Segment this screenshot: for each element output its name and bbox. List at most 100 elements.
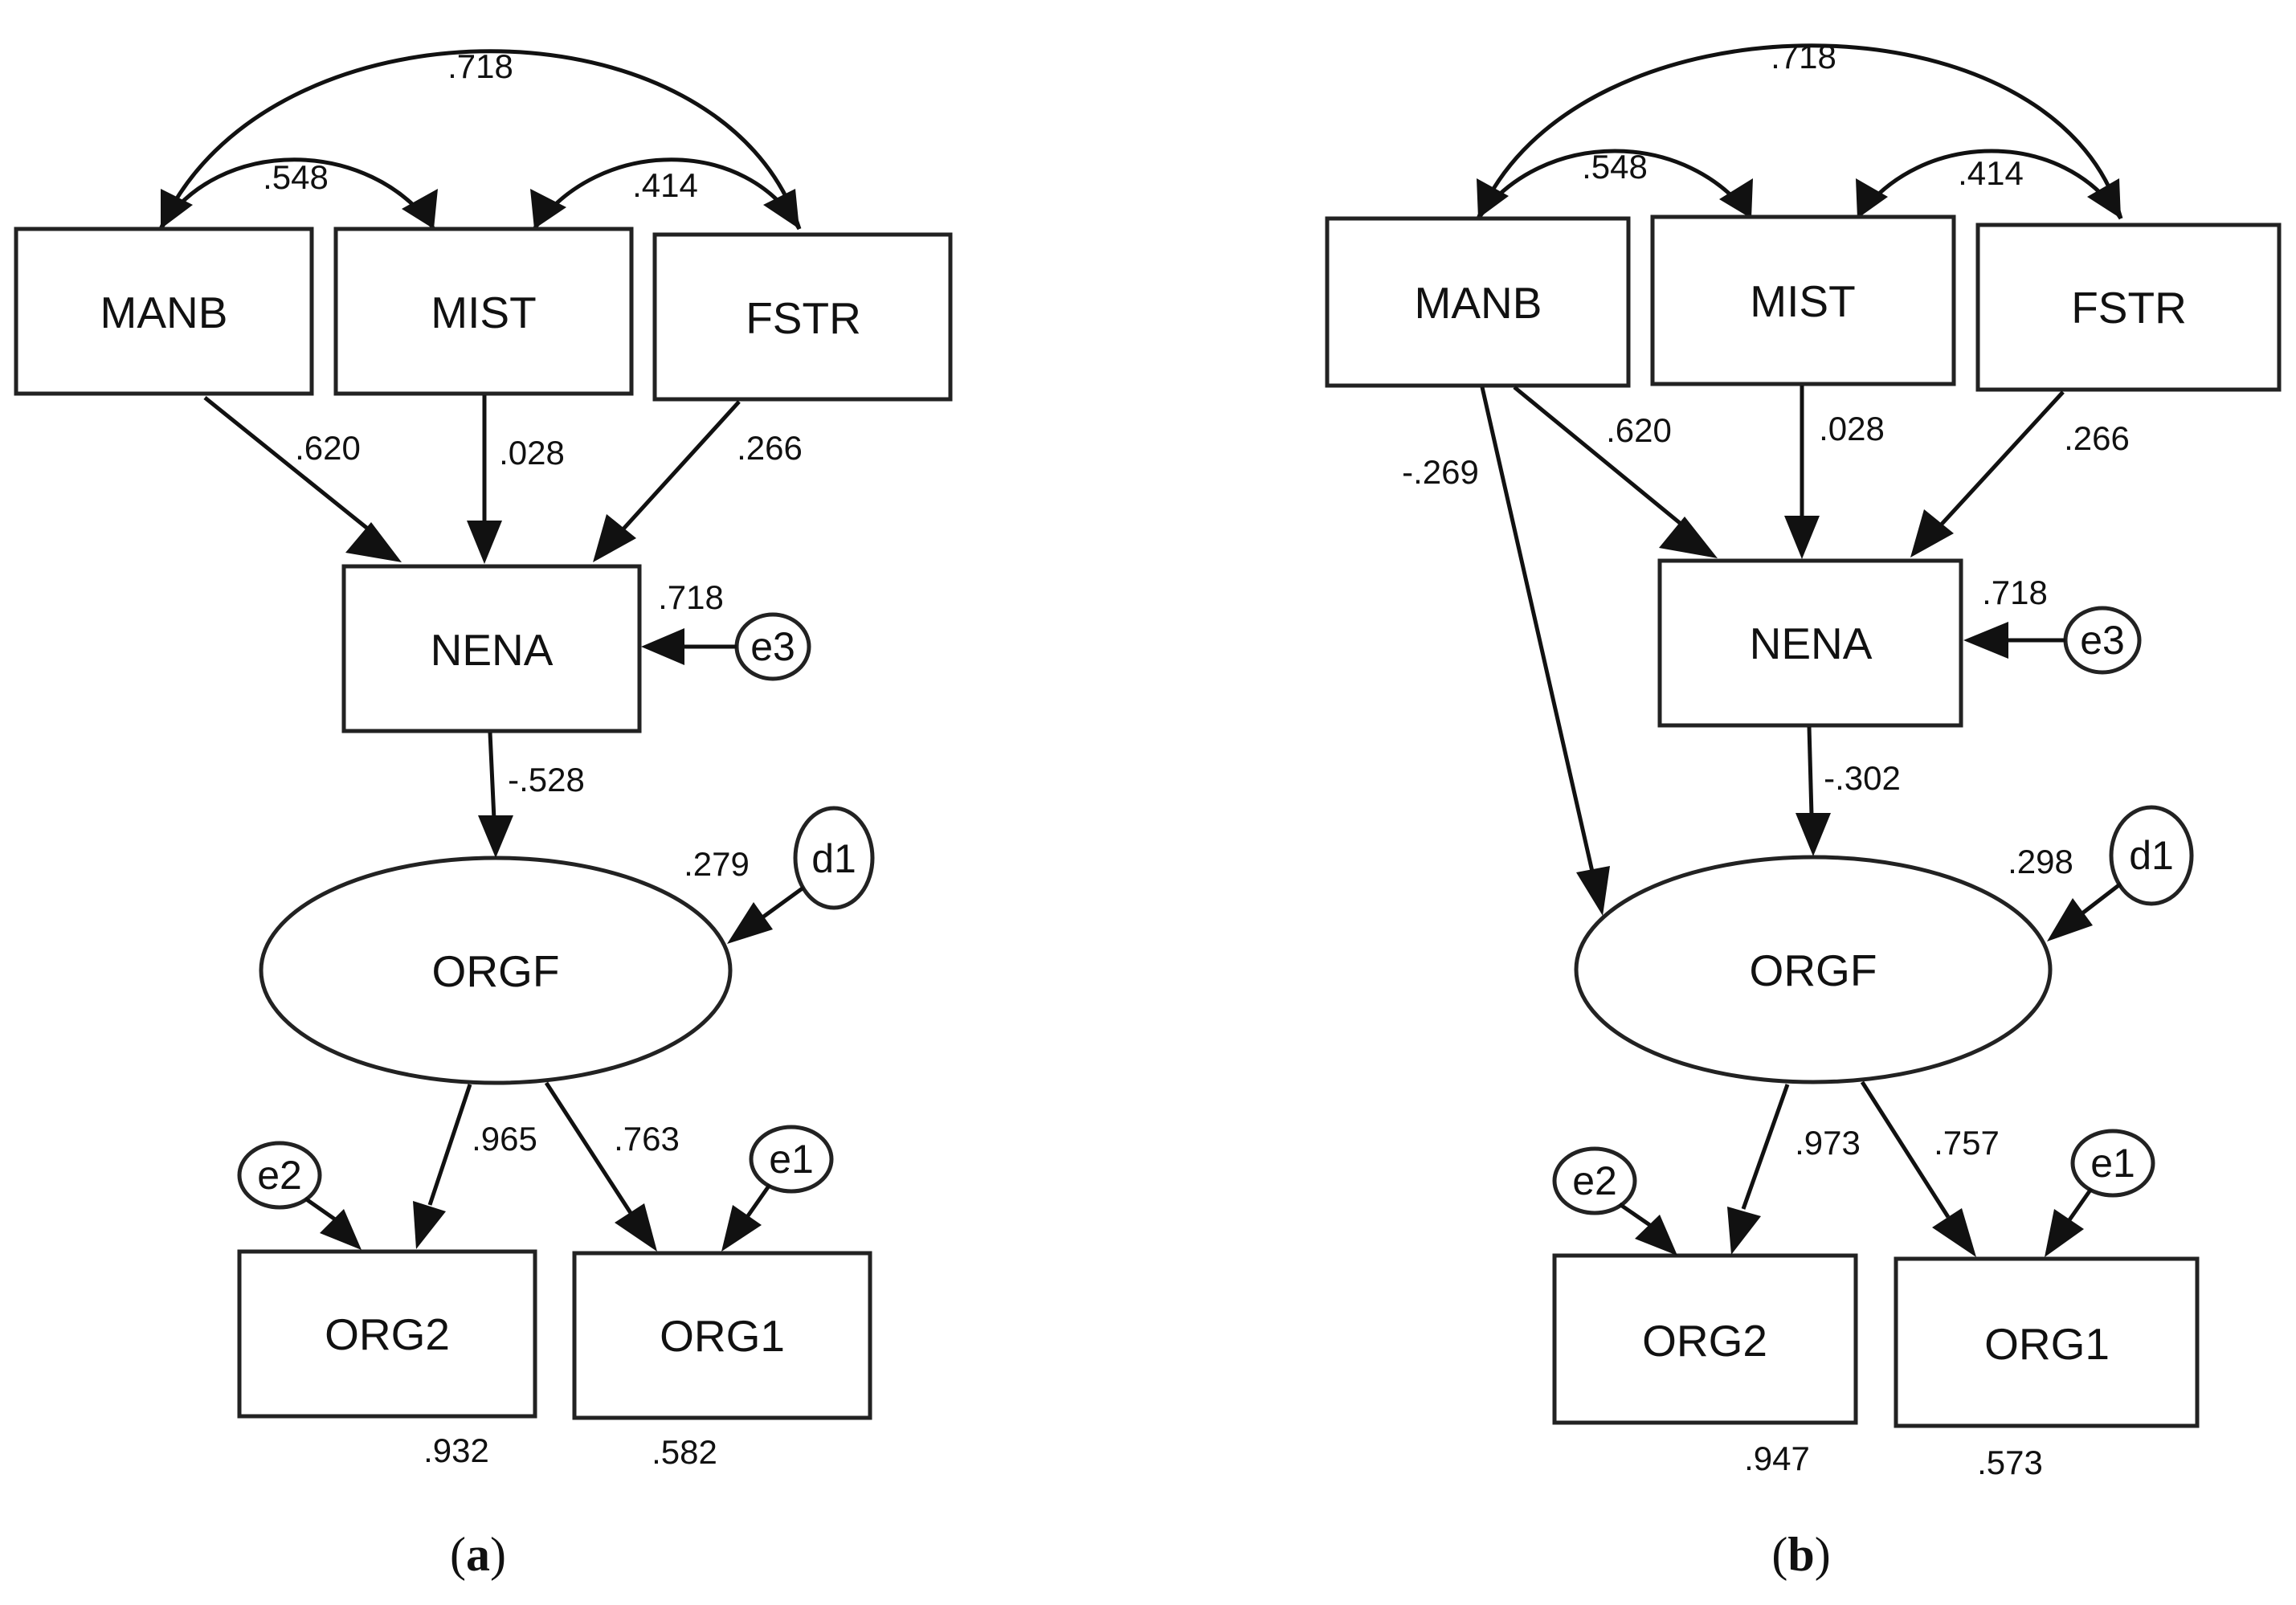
fstr-box-b (1975, 223, 2282, 392)
mist-box-a (333, 227, 634, 396)
path-e2-org2-a (304, 1196, 339, 1223)
panel-b: MANB MIST FSTR NENA ORGF ORG2 ORG1 e3 d1… (1325, 38, 2282, 1581)
path-e1-org1-a (745, 1183, 772, 1219)
e2-label-a: e2 (257, 1153, 302, 1198)
path-nena-orgf-b (1807, 726, 1814, 816)
arrowhead-manb-orgf-b (1576, 866, 1610, 916)
orgf-label-b: ORGF (1750, 945, 1877, 995)
org2-label-b: ORG2 (1642, 1316, 1767, 1366)
path-manb-orgf-b (1480, 386, 1595, 872)
arrowhead-manb-nena-b (1659, 517, 1718, 558)
arrowhead-nena-orgf-a (478, 815, 513, 858)
arrowhead-orgf-org2-b (1727, 1207, 1761, 1255)
manb-label-a: MANB (100, 288, 228, 337)
coef-org1-r2-b: .573 (1977, 1444, 2043, 1481)
coef-orgf-org1-a: .763 (614, 1120, 680, 1158)
arrowhead-b-1 (1477, 178, 1509, 218)
coef-nena-orgf-a: -.528 (508, 761, 585, 798)
arrowhead-e1-org1-a (721, 1205, 762, 1252)
org1-box-a (572, 1251, 872, 1420)
cov-mist-fstr-b (1855, 149, 2123, 220)
arrowhead-a-1 (161, 189, 193, 229)
path-fstr-nena-b (1934, 390, 2065, 532)
coef-fstr-nena-b: .266 (2064, 419, 2130, 457)
path-nena-orgf-a (488, 732, 496, 820)
coef-orgf-r2-b: .298 (2008, 843, 2073, 880)
arrowhead-d1-orgf-a (727, 902, 773, 944)
org2-box-a (237, 1249, 537, 1419)
e2-label-b: e2 (1572, 1158, 1617, 1203)
fstr-label-b: FSTR (2071, 283, 2187, 333)
arrowhead-b-3 (1856, 178, 1888, 218)
arrowhead-a-4 (763, 189, 799, 229)
cov-manb-fstr-b (1476, 43, 2123, 219)
arrowhead-orgf-org2-a (413, 1201, 446, 1249)
arrowhead-e3-nena-a (641, 628, 684, 665)
fstr-box-a (652, 232, 953, 402)
path-e1-org1-b (2066, 1187, 2094, 1223)
manb-box-a (14, 227, 314, 396)
coef-org2-r2-a: .932 (423, 1431, 489, 1469)
coef-cov-manb-mist-b: .548 (1582, 148, 1648, 186)
coef-cov-manb-fstr-a: .718 (447, 47, 513, 85)
path-fstr-nena-a (617, 400, 741, 536)
arrowhead-d1-orgf-b (2047, 898, 2093, 941)
e1-label-a: e1 (769, 1137, 814, 1182)
arrowhead-e3-nena-b (1963, 622, 2008, 659)
path-orgf-org1-b (1860, 1080, 1951, 1219)
arrowhead-orgf-org1-a (615, 1203, 657, 1252)
coef-cov-mist-fstr-b: .414 (1958, 154, 2024, 192)
fstr-label-a: FSTR (746, 293, 861, 343)
org1-label-b: ORG1 (1984, 1319, 2110, 1369)
org1-box-b (1894, 1256, 2200, 1428)
coef-cov-mist-fstr-a: .414 (632, 166, 698, 204)
e3-label-a: e3 (750, 624, 795, 669)
coef-orgf-r2-a: .279 (684, 845, 750, 883)
org2-label-a: ORG2 (325, 1309, 450, 1359)
coef-cov-manb-fstr-b: .718 (1771, 38, 1836, 76)
path-e2-org2-b (1618, 1202, 1655, 1230)
cov-manb-mist-b (1476, 149, 1754, 220)
caption-b: (b) (1771, 1528, 1830, 1581)
d1-circle-b (2109, 805, 2194, 906)
orgf-ellipse-b (1574, 855, 2053, 1084)
coef-orgf-org2-a: .965 (472, 1120, 537, 1158)
arrowhead-e1-org1-b (2045, 1209, 2084, 1257)
d1-label-a: d1 (811, 836, 856, 881)
arrowhead-mist-nena-a (467, 521, 502, 564)
coef-nena-orgf-b: -.302 (1824, 759, 1901, 797)
e2-circle-b (1552, 1146, 1637, 1215)
path-d1-orgf-b (2077, 882, 2122, 917)
e3-label-b: e3 (2080, 618, 2125, 663)
coef-mist-nena-b: .028 (1819, 410, 1885, 447)
arrowhead-mist-nena-b (1784, 516, 1820, 559)
coef-manb-nena-a: .620 (295, 429, 361, 467)
arrowhead-a-2 (402, 189, 438, 229)
cov-manb-mist-a (158, 157, 436, 231)
d1-label-b: d1 (2129, 833, 2174, 878)
caption-a: (a) (450, 1528, 506, 1581)
coef-cov-manb-mist-a: .548 (263, 158, 329, 196)
coef-manb-nena-b: .620 (1606, 411, 1672, 449)
manb-label-b: MANB (1415, 278, 1542, 328)
arrowhead-fstr-nena-b (1910, 509, 1954, 557)
arrowhead-b-4 (2087, 178, 2121, 218)
coef-nena-r2-b: .718 (1982, 574, 2048, 611)
path-orgf-org2-a (427, 1084, 472, 1206)
arrowhead-nena-orgf-b (1796, 813, 1831, 856)
coef-manb-orgf-b: -.269 (1402, 453, 1479, 491)
coef-orgf-org1-b: .757 (1934, 1124, 2000, 1162)
nena-box-b (1657, 558, 1963, 728)
coef-org2-r2-b: .947 (1744, 1440, 1810, 1477)
org2-box-b (1552, 1253, 1858, 1425)
e1-label-b: e1 (2090, 1141, 2135, 1186)
coef-nena-r2-a: .718 (658, 578, 724, 616)
e1-circle-b (2070, 1129, 2155, 1198)
nena-label-b: NENA (1750, 619, 1873, 668)
path-d1-orgf-a (758, 885, 805, 922)
coef-fstr-nena-a: .266 (737, 429, 803, 467)
org1-label-a: ORG1 (660, 1311, 785, 1361)
arrowhead-orgf-org1-b (1932, 1208, 1976, 1257)
mist-box-b (1650, 214, 1956, 386)
